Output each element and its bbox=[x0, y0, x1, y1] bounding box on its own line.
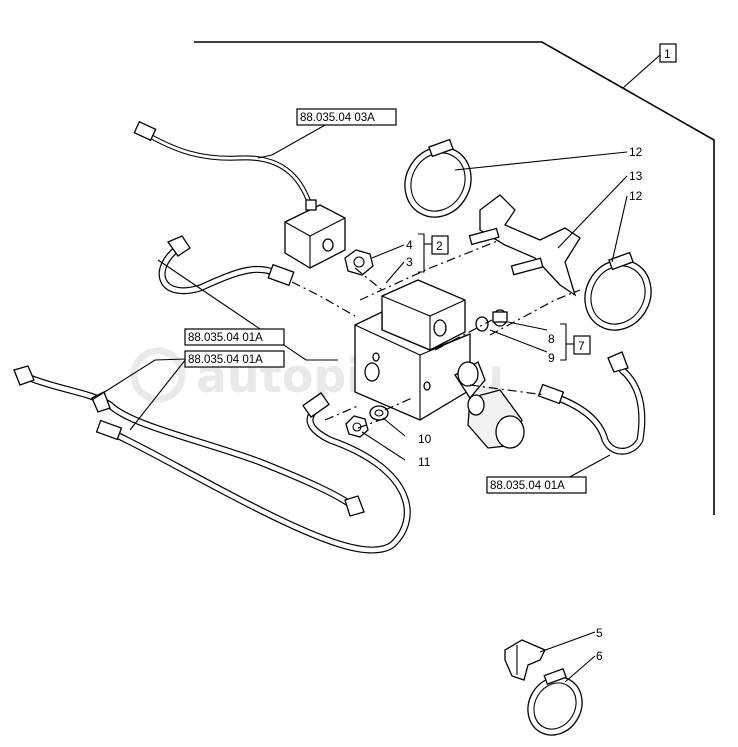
callout-box-7: 7 bbox=[573, 335, 591, 355]
leader-lines bbox=[91, 119, 628, 683]
left-hose-lower bbox=[13, 365, 411, 554]
callout-8: 8 bbox=[548, 332, 555, 346]
assembly-lines bbox=[291, 239, 581, 429]
callout-2: 2 bbox=[436, 239, 443, 253]
nut-part-4 bbox=[344, 249, 374, 276]
callout-numbers: 4 3 8 9 10 11 12 13 12 5 6 bbox=[406, 145, 643, 663]
oring-part-9 bbox=[475, 316, 489, 332]
ref-label: 88.035.04 03A bbox=[300, 112, 375, 124]
hose-clamp-part-12-right bbox=[584, 251, 652, 331]
callout-7: 7 bbox=[578, 339, 585, 353]
callout-box-1: 1 bbox=[659, 43, 677, 63]
washer-part-10 bbox=[369, 405, 389, 421]
callout-4: 4 bbox=[406, 238, 413, 252]
callout-1: 1 bbox=[664, 47, 671, 61]
hose-clamp-part-12-upper bbox=[404, 138, 472, 218]
ref-label: 88.035.04 01A bbox=[188, 332, 263, 344]
left-hose-upper bbox=[158, 235, 295, 295]
ref-label: 88.035.04 01A bbox=[188, 354, 263, 366]
callout-3: 3 bbox=[406, 255, 413, 269]
callout-10: 10 bbox=[418, 432, 432, 446]
valve-body bbox=[354, 310, 525, 449]
sensor-cable bbox=[133, 120, 346, 269]
ref-box-left-hose-a[interactable]: 88.035.04 01A bbox=[184, 328, 285, 346]
bracket-part-5 bbox=[504, 639, 546, 681]
callout-12a: 12 bbox=[629, 145, 643, 159]
fitting-part-8 bbox=[492, 309, 508, 327]
callout-12b: 12 bbox=[629, 189, 643, 203]
callout-11: 11 bbox=[418, 455, 431, 469]
ref-label: 88.035.04 01A bbox=[490, 480, 565, 492]
callout-6: 6 bbox=[596, 649, 603, 663]
ref-box-top-cable[interactable]: 88.035.04 03A bbox=[296, 108, 397, 126]
hose-clamp-part-6 bbox=[527, 667, 583, 736]
assembly-bracket bbox=[194, 41, 715, 515]
callout-9: 9 bbox=[548, 351, 555, 365]
bracket-part-13 bbox=[468, 194, 581, 297]
callout-box-2: 2 bbox=[431, 235, 449, 255]
callout-13: 13 bbox=[629, 169, 643, 183]
ref-box-left-hose-b[interactable]: 88.035.04 01A bbox=[184, 350, 285, 368]
right-hose bbox=[537, 351, 646, 455]
ref-box-right-hose[interactable]: 88.035.04 01A bbox=[486, 476, 587, 494]
callout-5: 5 bbox=[596, 626, 603, 640]
